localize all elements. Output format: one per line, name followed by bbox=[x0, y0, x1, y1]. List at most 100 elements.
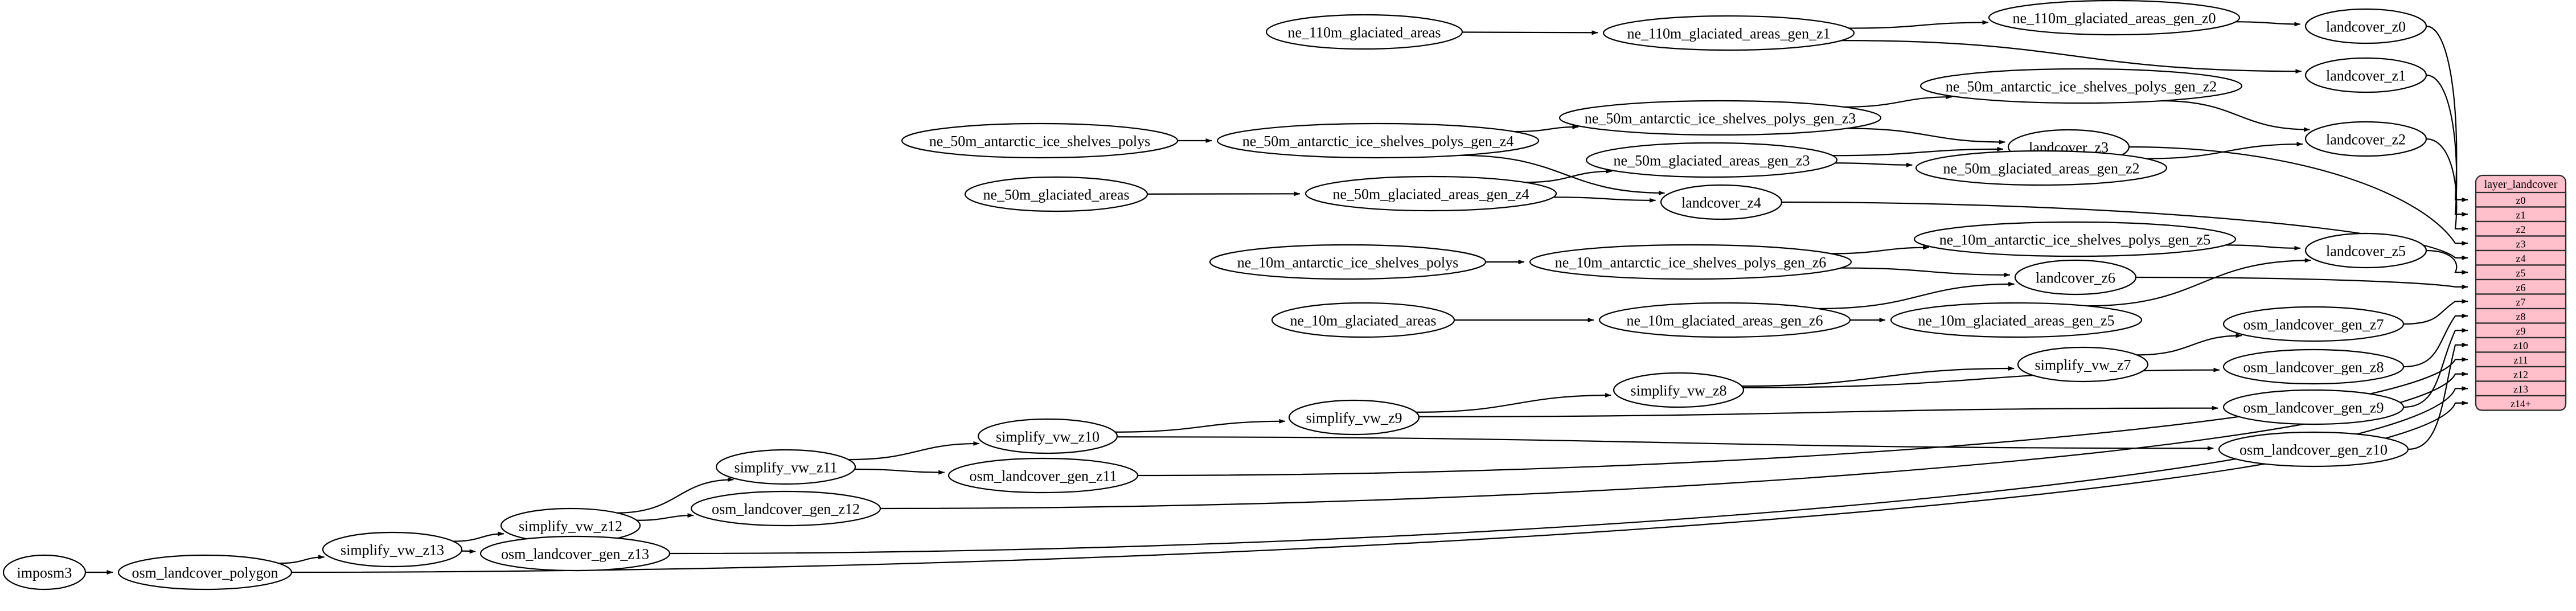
node-osm_landcover_gen_z9[interactable]: osm_landcover_gen_z9 bbox=[2222, 389, 2405, 425]
node-label: osm_landcover_gen_z12 bbox=[712, 501, 860, 518]
edge-landcover_z3-to-table-z3 bbox=[2128, 146, 2468, 246]
node-ellipse bbox=[977, 418, 1118, 454]
node-ne_110m_glaciated_areas_gen_z0[interactable]: ne_110m_glaciated_areas_gen_z0 bbox=[1988, 0, 2241, 36]
node-ne_10m_antarctic_ice_shelves_polys_gen_z6[interactable]: ne_10m_antarctic_ice_shelves_polys_gen_z… bbox=[1529, 244, 1852, 280]
node-simplify_vw_z8[interactable]: simplify_vw_z8 bbox=[1613, 372, 1745, 408]
edge-simplify_vw_z9-to-simplify_vw_z8 bbox=[1416, 393, 1611, 413]
node-ellipse bbox=[2, 554, 87, 591]
edge-ne_10m_glaciated_areas_gen_z5-to-landcover_z5 bbox=[2087, 258, 2311, 307]
node-ellipse bbox=[1288, 399, 1420, 436]
node-label: ne_50m_glaciated_areas_gen_z2 bbox=[1943, 161, 2139, 177]
node-ellipse bbox=[2304, 121, 2427, 157]
table-row-label: z7 bbox=[2516, 296, 2526, 307]
edge-ne_50m_glaciated_areas_gen_z2-to-landcover_z2 bbox=[2146, 142, 2303, 159]
node-osm_landcover_polygon[interactable]: osm_landcover_polygon bbox=[117, 554, 293, 591]
node-ellipse bbox=[1265, 14, 1463, 50]
node-osm_landcover_gen_z7[interactable]: osm_landcover_gen_z7 bbox=[2222, 306, 2405, 342]
node-ellipse bbox=[715, 449, 856, 485]
node-ne_10m_antarctic_ice_shelves_polys_gen_z5[interactable]: ne_10m_antarctic_ice_shelves_polys_gen_z… bbox=[1913, 221, 2237, 257]
node-label: ne_110m_glaciated_areas_gen_z0 bbox=[2012, 10, 2216, 27]
node-label: osm_landcover_gen_z9 bbox=[2243, 400, 2384, 416]
node-ellipse bbox=[1915, 150, 2168, 186]
node-landcover_z6[interactable]: landcover_z6 bbox=[2014, 259, 2137, 296]
node-ellipse bbox=[2014, 259, 2137, 296]
node-simplify_vw_z12[interactable]: simplify_vw_z12 bbox=[500, 507, 641, 544]
table-header: layer_landcover bbox=[2484, 178, 2558, 191]
edge-simplify_vw_z12-to-simplify_vw_z11 bbox=[617, 477, 734, 514]
node-label: ne_10m_glaciated_areas_gen_z6 bbox=[1626, 313, 1823, 329]
edge-ne_10m_antarctic_ice_shelves_polys_gen_z5-to-landcover_z5 bbox=[2225, 244, 2301, 251]
node-ellipse bbox=[1613, 372, 1745, 408]
node-ne_10m_antarctic_ice_shelves_polys[interactable]: ne_10m_antarctic_ice_shelves_polys bbox=[1209, 244, 1487, 280]
edge-simplify_vw_z12-to-osm_landcover_gen_z12 bbox=[637, 513, 694, 521]
edge-ne_50m_antarctic_ice_shelves_polys_gen_z2-to-landcover_z2 bbox=[2161, 100, 2310, 132]
node-label: simplify_vw_z12 bbox=[519, 518, 622, 535]
table-row-label: z13 bbox=[2513, 383, 2528, 395]
node-ellipse bbox=[947, 457, 1139, 494]
node-landcover_z1[interactable]: landcover_z1 bbox=[2304, 57, 2427, 93]
node-label: ne_50m_glaciated_areas_gen_z3 bbox=[1613, 153, 1810, 169]
node-ne_50m_antarctic_ice_shelves_polys_gen_z2[interactable]: ne_50m_antarctic_ice_shelves_polys_gen_z… bbox=[1919, 68, 2243, 104]
node-layer: ne_110m_glaciated_areas ne_110m_glaciated… bbox=[2, 0, 2427, 591]
node-ne_50m_antarctic_ice_shelves_polys_gen_z4[interactable]: ne_50m_antarctic_ice_shelves_polys_gen_z… bbox=[1216, 122, 1540, 159]
node-label: simplify_vw_z11 bbox=[734, 460, 837, 476]
node-label: osm_landcover_polygon bbox=[132, 565, 278, 581]
node-simplify_vw_z11[interactable]: simplify_vw_z11 bbox=[715, 449, 856, 485]
node-label: ne_50m_glaciated_areas_gen_z4 bbox=[1332, 186, 1529, 203]
edge-layer bbox=[85, 20, 2468, 575]
node-landcover_z0[interactable]: landcover_z0 bbox=[2304, 8, 2427, 44]
node-ne_50m_glaciated_areas[interactable]: ne_50m_glaciated_areas bbox=[964, 176, 1148, 212]
node-osm_landcover_gen_z13[interactable]: osm_landcover_gen_z13 bbox=[479, 535, 671, 572]
edge-ne_50m_antarctic_ice_shelves_polys_gen_z4-to-landcover_z4 bbox=[1460, 154, 1665, 195]
node-osm_landcover_gen_z12[interactable]: osm_landcover_gen_z12 bbox=[690, 490, 881, 527]
edge-landcover_z5-to-table-z5 bbox=[2426, 249, 2468, 275]
node-label: simplify_vw_z13 bbox=[341, 542, 444, 559]
node-simplify_vw_z13[interactable]: simplify_vw_z13 bbox=[322, 531, 463, 568]
node-simplify_vw_z10[interactable]: simplify_vw_z10 bbox=[977, 418, 1118, 454]
node-landcover_z5[interactable]: landcover_z5 bbox=[2304, 232, 2427, 269]
node-ne_50m_antarctic_ice_shelves_polys_gen_z3[interactable]: ne_50m_antarctic_ice_shelves_polys_gen_z… bbox=[1558, 100, 1882, 136]
edge-ne_10m_antarctic_ice_shelves_polys_gen_z6-to-ne_10m_antarctic_ice_shelves_polys_gen_z5 bbox=[1831, 245, 1930, 255]
node-ellipse bbox=[479, 535, 671, 572]
node-imposm3[interactable]: imposm3 bbox=[2, 554, 87, 591]
node-simplify_vw_z7[interactable]: simplify_vw_z7 bbox=[2017, 346, 2149, 383]
node-osm_landcover_gen_z10[interactable]: osm_landcover_gen_z10 bbox=[2218, 431, 2409, 468]
node-osm_landcover_gen_z8[interactable]: osm_landcover_gen_z8 bbox=[2222, 348, 2405, 385]
node-ne_50m_glaciated_areas_gen_z3[interactable]: ne_50m_glaciated_areas_gen_z3 bbox=[1585, 142, 1838, 178]
edge-ne_50m_antarctic_ice_shelves_polys_gen_z3-to-landcover_z3 bbox=[1846, 128, 2005, 145]
table-row-label: z3 bbox=[2516, 238, 2526, 249]
edge-simplify_vw_z11-to-simplify_vw_z10 bbox=[848, 441, 980, 461]
node-ellipse bbox=[1305, 175, 1557, 212]
table-row-label: z12 bbox=[2513, 369, 2528, 380]
node-osm_landcover_gen_z11[interactable]: osm_landcover_gen_z11 bbox=[947, 457, 1139, 494]
node-ne_10m_glaciated_areas_gen_z6[interactable]: ne_10m_glaciated_areas_gen_z6 bbox=[1598, 302, 1851, 338]
node-label: landcover_z0 bbox=[2326, 19, 2406, 35]
node-ne_110m_glaciated_areas_gen_z1[interactable]: ne_110m_glaciated_areas_gen_z1 bbox=[1602, 15, 1855, 51]
table-row-label: z9 bbox=[2516, 325, 2526, 337]
node-ellipse bbox=[1209, 244, 1487, 280]
edge-osm_landcover_gen_z7-to-table-z7 bbox=[2403, 299, 2468, 325]
node-landcover_z2[interactable]: landcover_z2 bbox=[2304, 121, 2427, 157]
node-landcover_z4[interactable]: landcover_z4 bbox=[1660, 184, 1783, 220]
node-ellipse bbox=[690, 490, 881, 527]
node-simplify_vw_z9[interactable]: simplify_vw_z9 bbox=[1288, 399, 1420, 436]
node-ellipse bbox=[2304, 232, 2427, 269]
table-row[interactable] bbox=[2475, 395, 2567, 411]
node-ne_50m_antarctic_ice_shelves_polys[interactable]: ne_50m_antarctic_ice_shelves_polys bbox=[901, 122, 1179, 159]
node-ne_10m_glaciated_areas_gen_z5[interactable]: ne_10m_glaciated_areas_gen_z5 bbox=[1890, 302, 2143, 338]
node-ne_50m_glaciated_areas_gen_z2[interactable]: ne_50m_glaciated_areas_gen_z2 bbox=[1915, 150, 2168, 186]
node-label: imposm3 bbox=[17, 565, 72, 581]
edge-simplify_vw_z7-to-osm_landcover_gen_z7 bbox=[2136, 333, 2242, 356]
node-ellipse bbox=[2304, 8, 2427, 44]
table-row-label: z14+ bbox=[2511, 398, 2531, 409]
node-ellipse bbox=[2222, 348, 2405, 385]
node-ellipse bbox=[2304, 57, 2427, 93]
edge-ne_10m_glaciated_areas_gen_z6-to-landcover_z6 bbox=[1818, 281, 2015, 310]
node-ne_50m_glaciated_areas_gen_z4[interactable]: ne_50m_glaciated_areas_gen_z4 bbox=[1305, 175, 1557, 212]
table-row-label: z2 bbox=[2516, 224, 2526, 235]
node-ne_110m_glaciated_areas[interactable]: ne_110m_glaciated_areas bbox=[1265, 14, 1463, 50]
node-ellipse bbox=[1890, 302, 2143, 338]
node-ellipse bbox=[1660, 184, 1783, 220]
node-ne_10m_glaciated_areas[interactable]: ne_10m_glaciated_areas bbox=[1271, 302, 1455, 338]
